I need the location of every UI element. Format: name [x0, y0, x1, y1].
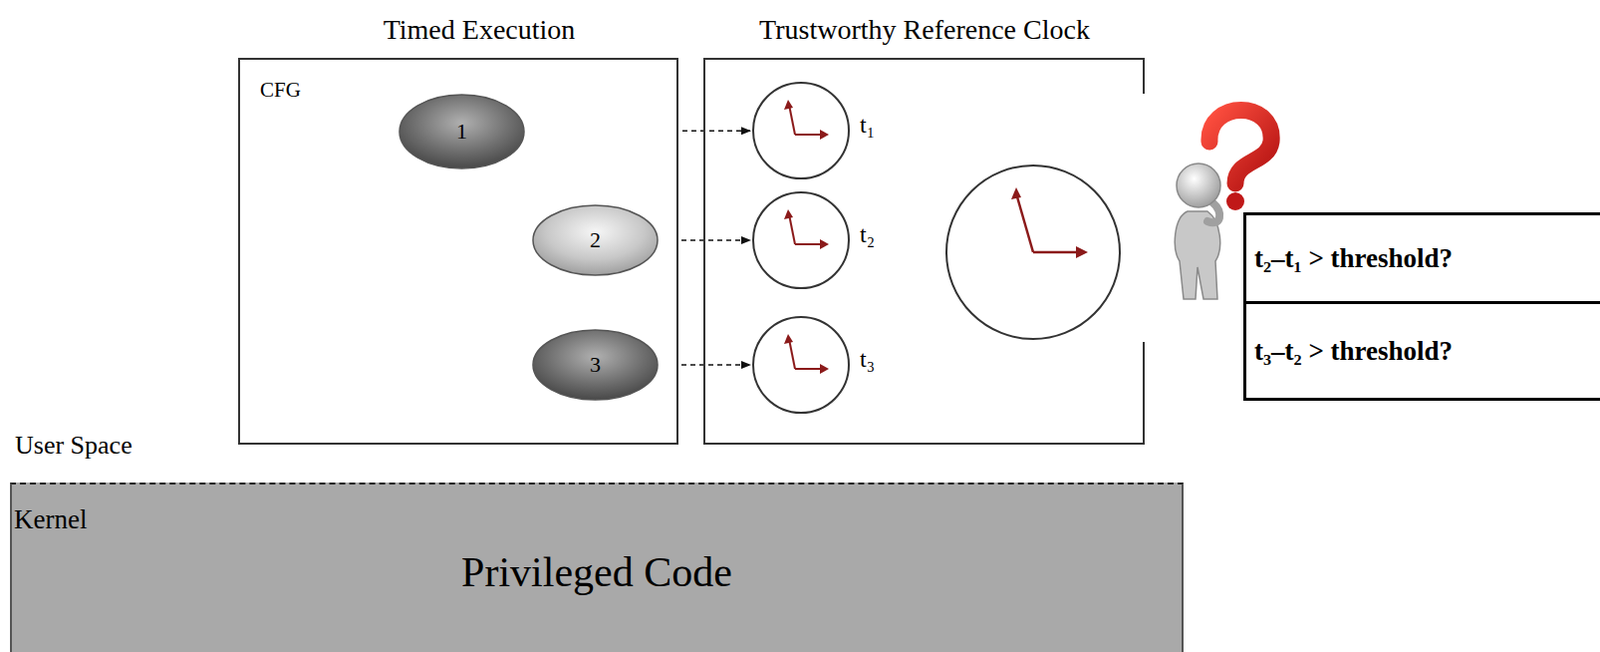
- cfg-node: 1: [398, 93, 526, 170]
- cfg-box: Timed ExecutionCFG123: [238, 57, 679, 445]
- cfg-node: 2: [532, 204, 659, 276]
- node-label: CFG: [260, 77, 301, 103]
- clock-face: [752, 315, 850, 414]
- timestamp-clock: t₂: [752, 191, 850, 289]
- box-title: Timed Execution: [240, 13, 719, 46]
- node-label: t₁: [859, 111, 875, 139]
- clock-face: [752, 191, 850, 289]
- reference-clock: [946, 165, 1120, 339]
- cfg-node: 3: [532, 328, 659, 401]
- node-label: t₂–t₁ > threshold?: [1254, 243, 1453, 274]
- node-label: t₃: [859, 345, 875, 373]
- box-title: Trustworthy Reference Clock: [685, 13, 1164, 46]
- thinking-person: [1174, 163, 1221, 299]
- node-label: 3: [589, 351, 601, 378]
- question-mark: [1209, 110, 1272, 212]
- timestamp-clock: t₁: [752, 81, 850, 180]
- node-label: Privileged Code: [11, 547, 1182, 596]
- kernel-band: KernelPrivileged Code: [9, 482, 1184, 652]
- node-label: t₂: [859, 221, 875, 249]
- check-box: t₃–t₂ > threshold?: [1243, 300, 1600, 401]
- clock-face: [752, 81, 850, 180]
- node-label: t₃–t₂ > threshold?: [1254, 335, 1453, 367]
- box-border: [1142, 341, 1145, 445]
- node-label: 2: [589, 227, 601, 254]
- layer-label: Kernel: [13, 504, 87, 535]
- check-box: t₂–t₁ > threshold?: [1243, 212, 1600, 304]
- box-border: [1142, 57, 1145, 94]
- node-label: 1: [456, 118, 468, 145]
- timestamp-arrow: [672, 239, 752, 242]
- clock-box: Trustworthy Reference Clockt₁t₂t₃: [703, 57, 1144, 445]
- timestamp-clock: t₃: [752, 315, 850, 414]
- timestamp-arrow: [672, 363, 752, 366]
